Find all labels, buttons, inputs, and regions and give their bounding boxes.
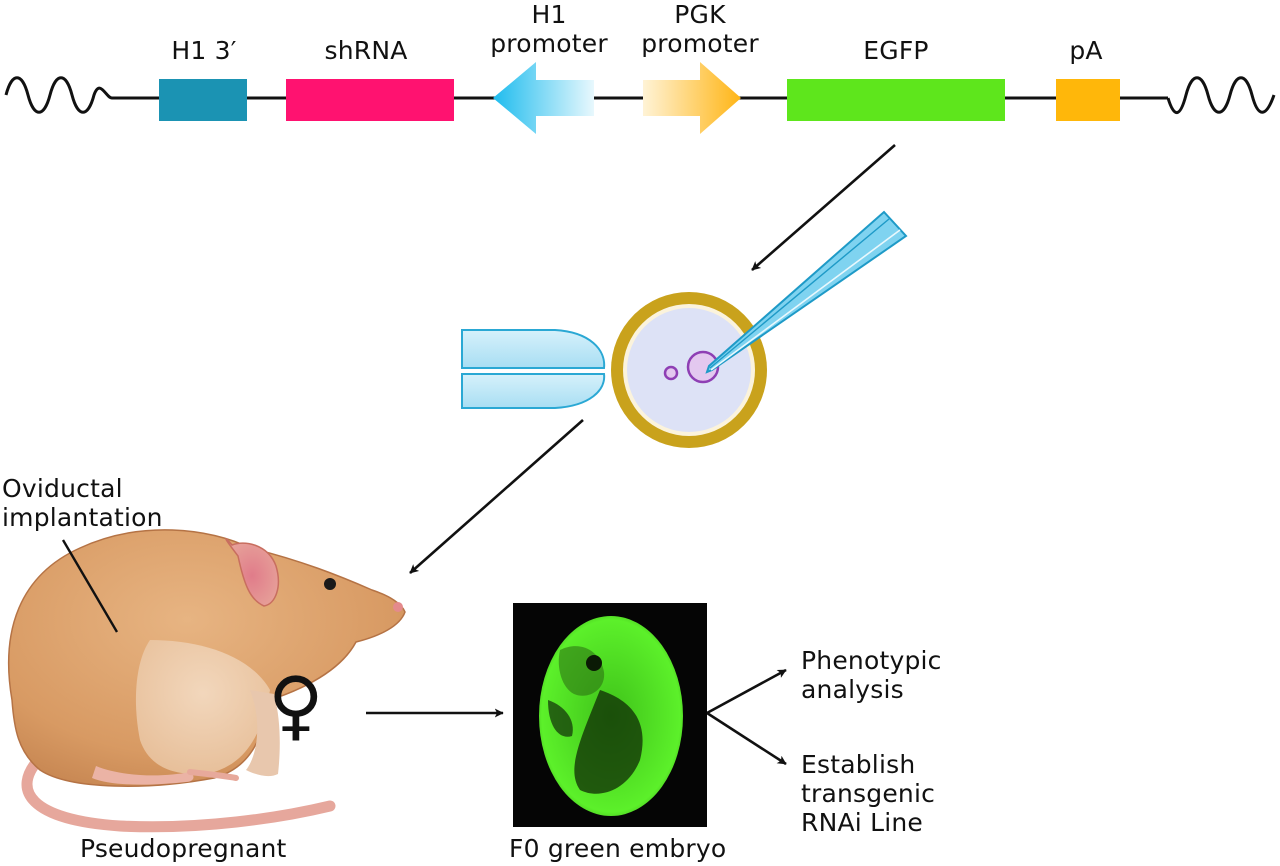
pa-label: pA (1069, 36, 1103, 65)
injection-needle (705, 210, 908, 374)
pgk-promoter-label: PGK promoter (641, 0, 759, 58)
arrow-to-phenotypic (706, 668, 787, 715)
left-wavy-line (4, 76, 113, 114)
embryo-label: F0 green embryo (509, 834, 727, 863)
zygote (611, 292, 767, 448)
arrow-zygote-to-mouse (409, 419, 584, 574)
egfp-label: EGFP (863, 36, 929, 65)
mouse-tail (21, 752, 336, 833)
shrna-block (286, 79, 454, 121)
phenotypic-analysis-label: Phenotypic analysis (801, 646, 942, 704)
h1-3prime-block (159, 79, 247, 121)
oviductal-implantation-label: Oviductal implantation (2, 474, 163, 532)
right-wavy-line (1166, 76, 1276, 115)
establish-line-label: Establish transgenic RNAi Line (801, 750, 936, 837)
embryo-image (513, 603, 707, 827)
h1-3prime-label: H1 3′ (171, 36, 237, 65)
egfp-block (787, 79, 1005, 121)
mouse-eye (324, 578, 336, 590)
mouse-ear (225, 538, 280, 607)
shrna-label: shRNA (324, 36, 408, 65)
mouse-foreleg (246, 690, 280, 777)
holding-pipette (461, 329, 606, 409)
female-symbol: ♀ (268, 660, 324, 749)
mouse-hindfoot (92, 766, 194, 785)
pseudopregnant-label: Pseudopregnant (80, 834, 287, 863)
dna-construct (4, 62, 1276, 134)
mouse-belly (135, 640, 270, 774)
female-pronucleus (663, 365, 679, 381)
pa-block (1056, 79, 1120, 121)
arrow-to-establish (706, 711, 787, 766)
h1-promoter-arrow (493, 62, 594, 134)
pgk-promoter-arrow (643, 62, 741, 134)
h1-promoter-label: H1 promoter (490, 0, 608, 58)
oviductal-pointer-line (61, 539, 119, 633)
mouse-illustration (8, 529, 406, 833)
arrow-construct-to-zygote (751, 144, 896, 271)
